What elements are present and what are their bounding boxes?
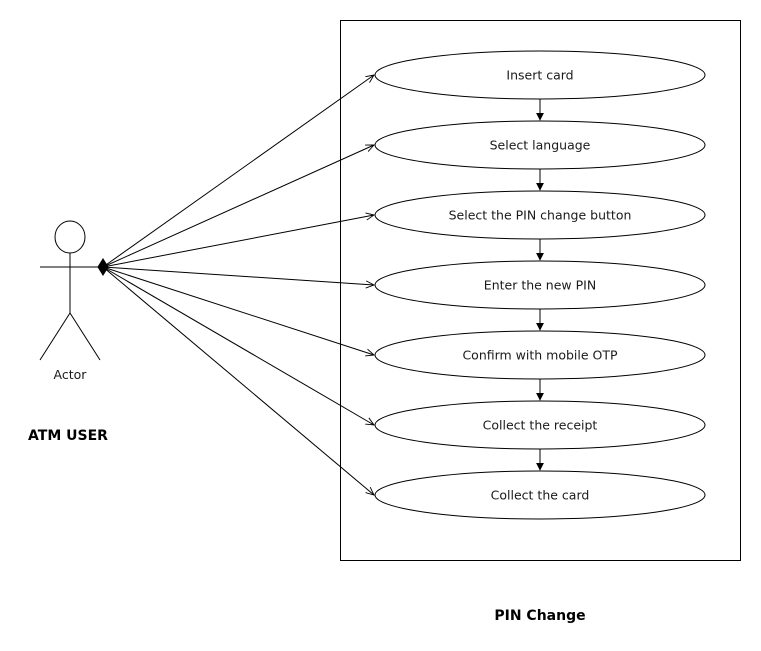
use-case-label: Enter the new PIN xyxy=(484,278,596,293)
associations xyxy=(102,75,374,495)
association-line xyxy=(102,266,374,285)
system-boundary xyxy=(340,20,741,561)
use-case-label: Select language xyxy=(490,138,591,153)
use-case-label: Collect the receipt xyxy=(483,418,598,433)
use-case-select-pin-change[interactable]: Select the PIN change button xyxy=(374,190,706,240)
use-case-label: Select the PIN change button xyxy=(449,208,632,223)
system-title: PIN Change xyxy=(494,608,585,624)
aggregation-diamond xyxy=(97,258,109,276)
association-line xyxy=(102,266,374,495)
use-case-ellipse xyxy=(374,470,706,520)
use-case-label: Confirm with mobile OTP xyxy=(462,348,618,363)
use-case-label: Insert card xyxy=(506,68,573,83)
use-case-confirm-otp[interactable]: Confirm with mobile OTP xyxy=(374,330,706,380)
actor-figure[interactable] xyxy=(39,220,101,361)
use-case-label: Collect the card xyxy=(491,488,590,503)
use-case-collect-receipt[interactable]: Collect the receipt xyxy=(374,400,706,450)
actor-name: ATM USER xyxy=(28,428,108,444)
use-case-ellipse xyxy=(374,400,706,450)
use-case-insert-card[interactable]: Insert card xyxy=(374,50,706,100)
use-case-select-language[interactable]: Select language xyxy=(374,120,706,170)
actor-label: Actor xyxy=(54,367,88,382)
actor-right-leg xyxy=(69,312,101,361)
use-case-collect-card[interactable]: Collect the card xyxy=(374,470,706,520)
association-line xyxy=(102,266,374,425)
use-case-ellipse xyxy=(374,260,706,310)
association-line xyxy=(102,75,374,268)
actor-head xyxy=(54,220,86,254)
use-case-ellipse xyxy=(374,330,706,380)
association-line xyxy=(102,266,374,355)
actor-left-leg xyxy=(39,312,71,361)
use-case-ellipse xyxy=(374,120,706,170)
association-line xyxy=(102,144,374,268)
use-case-enter-new-pin[interactable]: Enter the new PIN xyxy=(374,260,706,310)
use-case-ellipse xyxy=(374,190,706,240)
use-case-ellipse xyxy=(374,50,706,100)
association-line xyxy=(102,215,374,268)
